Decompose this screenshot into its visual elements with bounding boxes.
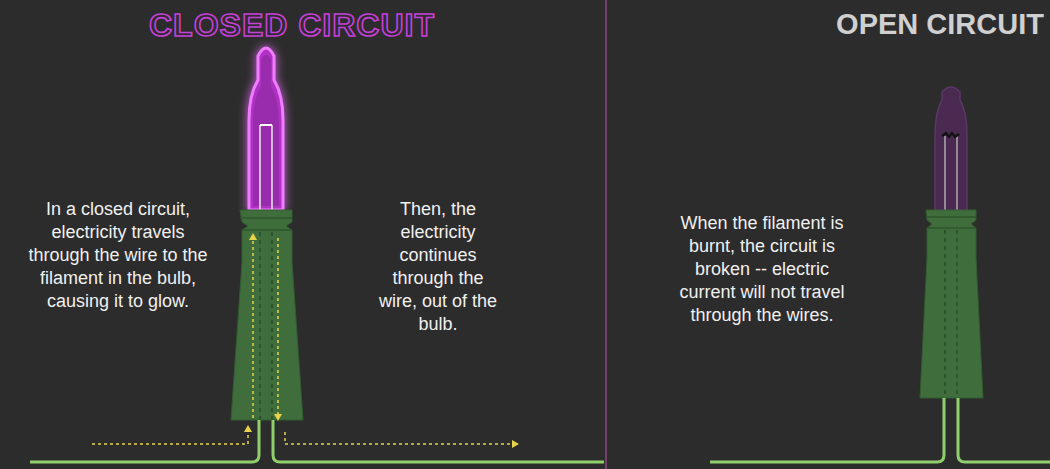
explanation-text: In a closed circuit, electricity travels… (20, 198, 216, 313)
explanation-text: Then, the electricity continues through … (374, 198, 502, 336)
divider (605, 0, 607, 469)
panel-title: CLOSED CIRCUIT (149, 6, 435, 44)
explanation-text: When the filament is burnt, the circuit … (674, 212, 850, 327)
panel-title: OPEN CIRCUIT (836, 6, 1044, 42)
